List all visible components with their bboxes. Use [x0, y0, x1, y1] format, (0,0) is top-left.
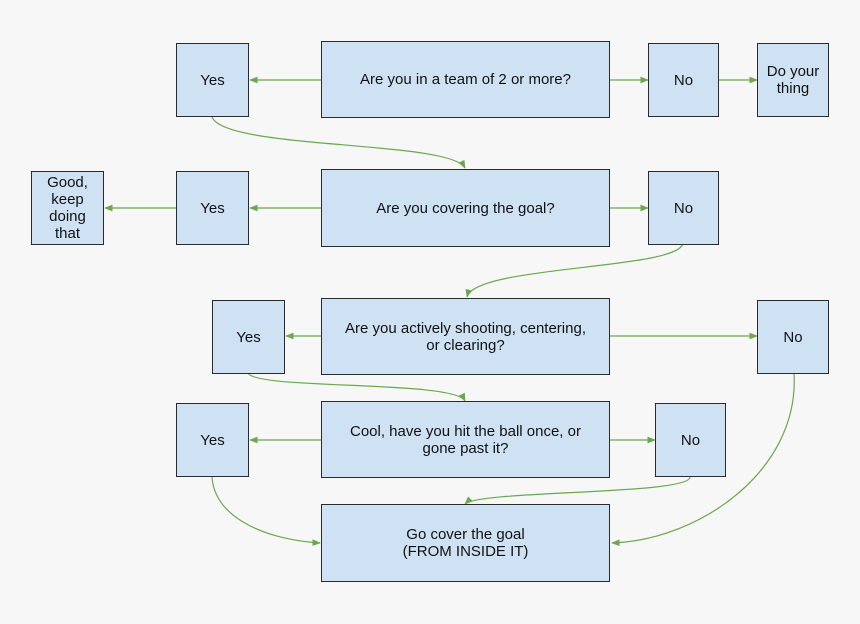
connector-no2-to-q3: [465, 242, 684, 298]
node-q1-question: Are you in a team of 2 or more?: [321, 41, 610, 118]
node-q1-no: No: [648, 43, 719, 117]
node-q3-yes: Yes: [212, 300, 285, 374]
connector-no3-to-final: [611, 372, 795, 547]
node-q2-question: Are you covering the goal?: [321, 169, 610, 247]
node-q1-no-result: Do your thing: [757, 43, 829, 117]
connector-no4-to-final: [464, 476, 691, 505]
node-q1-yes: Yes: [176, 43, 249, 117]
connector-yes4-to-final: [211, 476, 321, 546]
node-q4-yes: Yes: [176, 403, 249, 477]
node-q4-question: Cool, have you hit the ball once, or gon…: [321, 401, 610, 478]
node-q2-yes: Yes: [176, 171, 249, 245]
node-q3-question: Are you actively shooting, centering, or…: [321, 298, 610, 375]
node-q4-no: No: [655, 403, 726, 477]
connector-yes3-to-q4: [247, 372, 466, 402]
node-final: Go cover the goal (FROM INSIDE IT): [321, 504, 610, 582]
node-q2-no: No: [648, 171, 719, 245]
node-q3-no: No: [757, 300, 829, 374]
connector-yes1-to-q2: [211, 116, 466, 169]
node-q2-yes-result: Good, keep doing that: [31, 171, 104, 245]
